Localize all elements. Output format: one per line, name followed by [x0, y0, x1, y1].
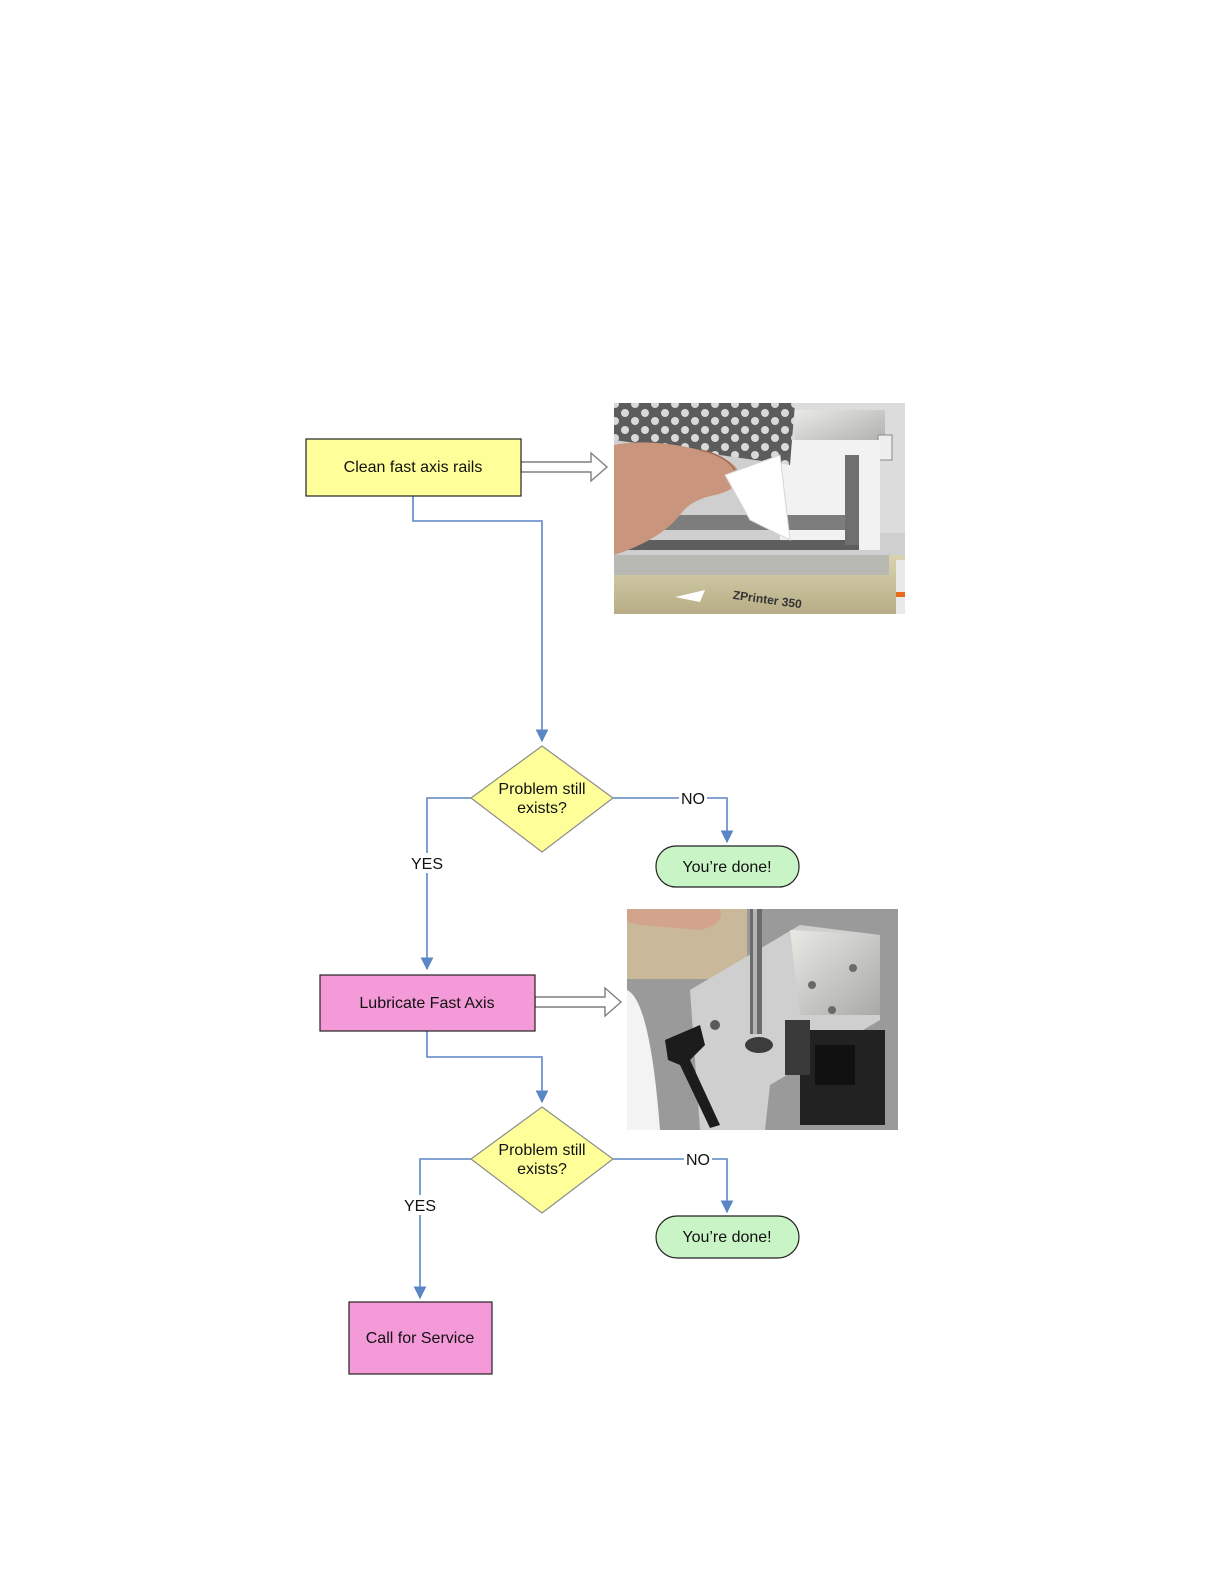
decision-problem-still-exists-2 [471, 1107, 613, 1213]
photo-lubricating-fast-axis [627, 909, 898, 1130]
process-service-label: Call for Service [366, 1330, 475, 1347]
edge-clean-to-decision1 [413, 496, 542, 741]
edge-label-yes-1: YES [411, 856, 443, 873]
edge-label-yes-2: YES [404, 1198, 436, 1215]
edge-label-no-2: NO [686, 1152, 710, 1169]
process-clean-label: Clean fast axis rails [344, 459, 483, 476]
edge-label-no-1: NO [681, 791, 705, 808]
edge-lubricate-to-decision2 [427, 1031, 542, 1102]
edge-decision2-yes [420, 1159, 471, 1298]
terminal1-label: You’re done! [682, 859, 771, 876]
decision-problem-still-exists-1 [471, 746, 613, 852]
hollow-arrow-1 [521, 453, 607, 481]
decision1-label-line2: exists? [517, 800, 567, 817]
edge-decision1-yes [427, 798, 471, 969]
edge-decision1-no [613, 798, 727, 842]
photo-cleaning-rails: ZPrinter 350 [614, 403, 905, 614]
hollow-arrow-2 [535, 988, 621, 1016]
decision2-label: Problem still [498, 1142, 585, 1159]
decision1-label: Problem still [498, 781, 585, 798]
terminal2-label: You’re done! [682, 1229, 771, 1246]
decision2-label-line2: exists? [517, 1161, 567, 1178]
process-lubricate-label: Lubricate Fast Axis [359, 995, 494, 1012]
